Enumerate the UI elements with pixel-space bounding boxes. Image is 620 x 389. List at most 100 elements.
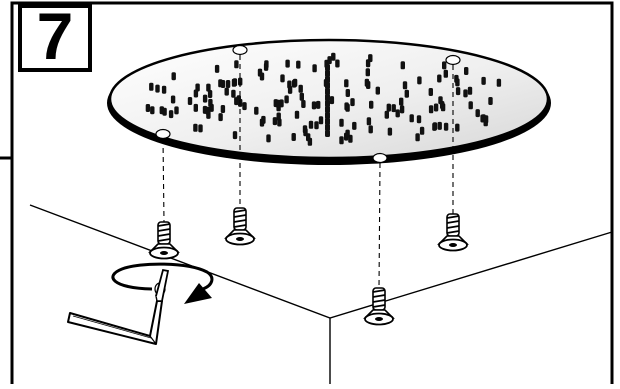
nozzle <box>149 82 154 91</box>
nozzle <box>365 68 370 77</box>
nozzle <box>311 101 317 110</box>
nozzle <box>352 121 357 130</box>
nozzle <box>259 72 265 81</box>
nozzle <box>481 76 486 85</box>
nozzle <box>369 100 374 109</box>
nozzle <box>395 109 400 118</box>
nozzle <box>368 125 373 134</box>
nozzle <box>325 130 330 137</box>
nozzle <box>218 113 223 122</box>
nozzle <box>417 76 422 85</box>
nozzle <box>440 101 445 109</box>
nozzle <box>335 59 340 68</box>
nozzle <box>303 128 308 137</box>
nozzle <box>266 134 271 143</box>
nozzle <box>150 106 155 115</box>
nozzle <box>455 87 461 96</box>
nozzle <box>198 124 203 133</box>
nozzle <box>275 99 281 108</box>
nozzle <box>409 114 414 123</box>
nozzle <box>279 99 284 108</box>
nozzle <box>325 94 330 101</box>
screw-3-icon <box>437 213 469 252</box>
nozzle <box>242 102 247 111</box>
nozzle <box>231 78 237 87</box>
nozzle <box>294 110 300 119</box>
nozzle <box>161 85 167 94</box>
nozzle <box>312 64 317 73</box>
nozzle <box>325 100 330 107</box>
ceiling-corner <box>29 204 613 384</box>
nozzle <box>259 118 265 127</box>
nozzle <box>325 124 330 131</box>
nozzle <box>325 106 330 113</box>
nozzle <box>344 102 349 111</box>
nozzle <box>386 103 391 112</box>
nozzle <box>455 78 460 87</box>
nozzle <box>208 98 213 107</box>
nozzle <box>467 86 473 95</box>
nozzle <box>238 77 243 86</box>
nozzle <box>325 118 330 125</box>
nozzle <box>428 88 433 96</box>
nozzle <box>339 136 344 145</box>
mounting-hole-bottom <box>372 152 388 164</box>
nozzle <box>325 82 330 89</box>
nozzle <box>171 72 176 81</box>
nozzle <box>316 100 321 109</box>
nozzle <box>437 121 442 130</box>
step-number: 7 <box>36 0 74 73</box>
nozzle <box>463 89 468 98</box>
nozzle <box>325 76 330 83</box>
alignment-guides <box>162 55 454 289</box>
nozzle <box>299 92 304 101</box>
nozzle <box>400 61 405 70</box>
nozzle <box>162 107 167 116</box>
nozzle <box>345 89 350 97</box>
nozzle <box>145 104 151 112</box>
nozzle <box>264 60 269 69</box>
nozzle <box>384 110 389 119</box>
nozzle <box>419 126 425 135</box>
nozzle <box>433 103 439 112</box>
nozzle <box>364 78 370 87</box>
nozzle <box>193 103 198 112</box>
nozzle <box>314 121 319 130</box>
nozzle <box>284 95 289 104</box>
nozzle <box>442 61 447 70</box>
nozzle <box>437 74 442 83</box>
shower-head-icon <box>107 38 551 165</box>
nozzle <box>443 69 448 78</box>
nozzle <box>206 83 211 92</box>
nozzle <box>496 78 502 87</box>
nozzle <box>366 117 372 126</box>
nozzle <box>464 67 469 75</box>
nozzle <box>308 120 314 129</box>
nozzle <box>193 89 199 98</box>
nozzle <box>170 95 176 104</box>
nozzle <box>168 110 174 119</box>
nozzle <box>443 122 449 131</box>
nozzle <box>404 89 409 98</box>
nozzle <box>325 88 330 95</box>
nozzle <box>325 64 330 71</box>
nozzle <box>254 106 259 115</box>
nozzle <box>399 97 404 106</box>
nozzle <box>399 105 405 114</box>
nozzle <box>214 64 220 73</box>
nozzle <box>468 101 473 110</box>
nozzle <box>327 56 332 65</box>
nozzle <box>205 106 210 115</box>
mounting-hole-right <box>445 54 461 66</box>
nozzle <box>329 96 335 105</box>
nozzle <box>455 123 460 132</box>
screw-1-icon <box>148 221 180 260</box>
nozzle <box>344 79 349 88</box>
nozzle <box>318 116 324 125</box>
nozzle <box>488 97 493 105</box>
nozzle <box>272 117 278 126</box>
screw-4-icon <box>363 287 395 326</box>
nozzle <box>193 123 198 132</box>
